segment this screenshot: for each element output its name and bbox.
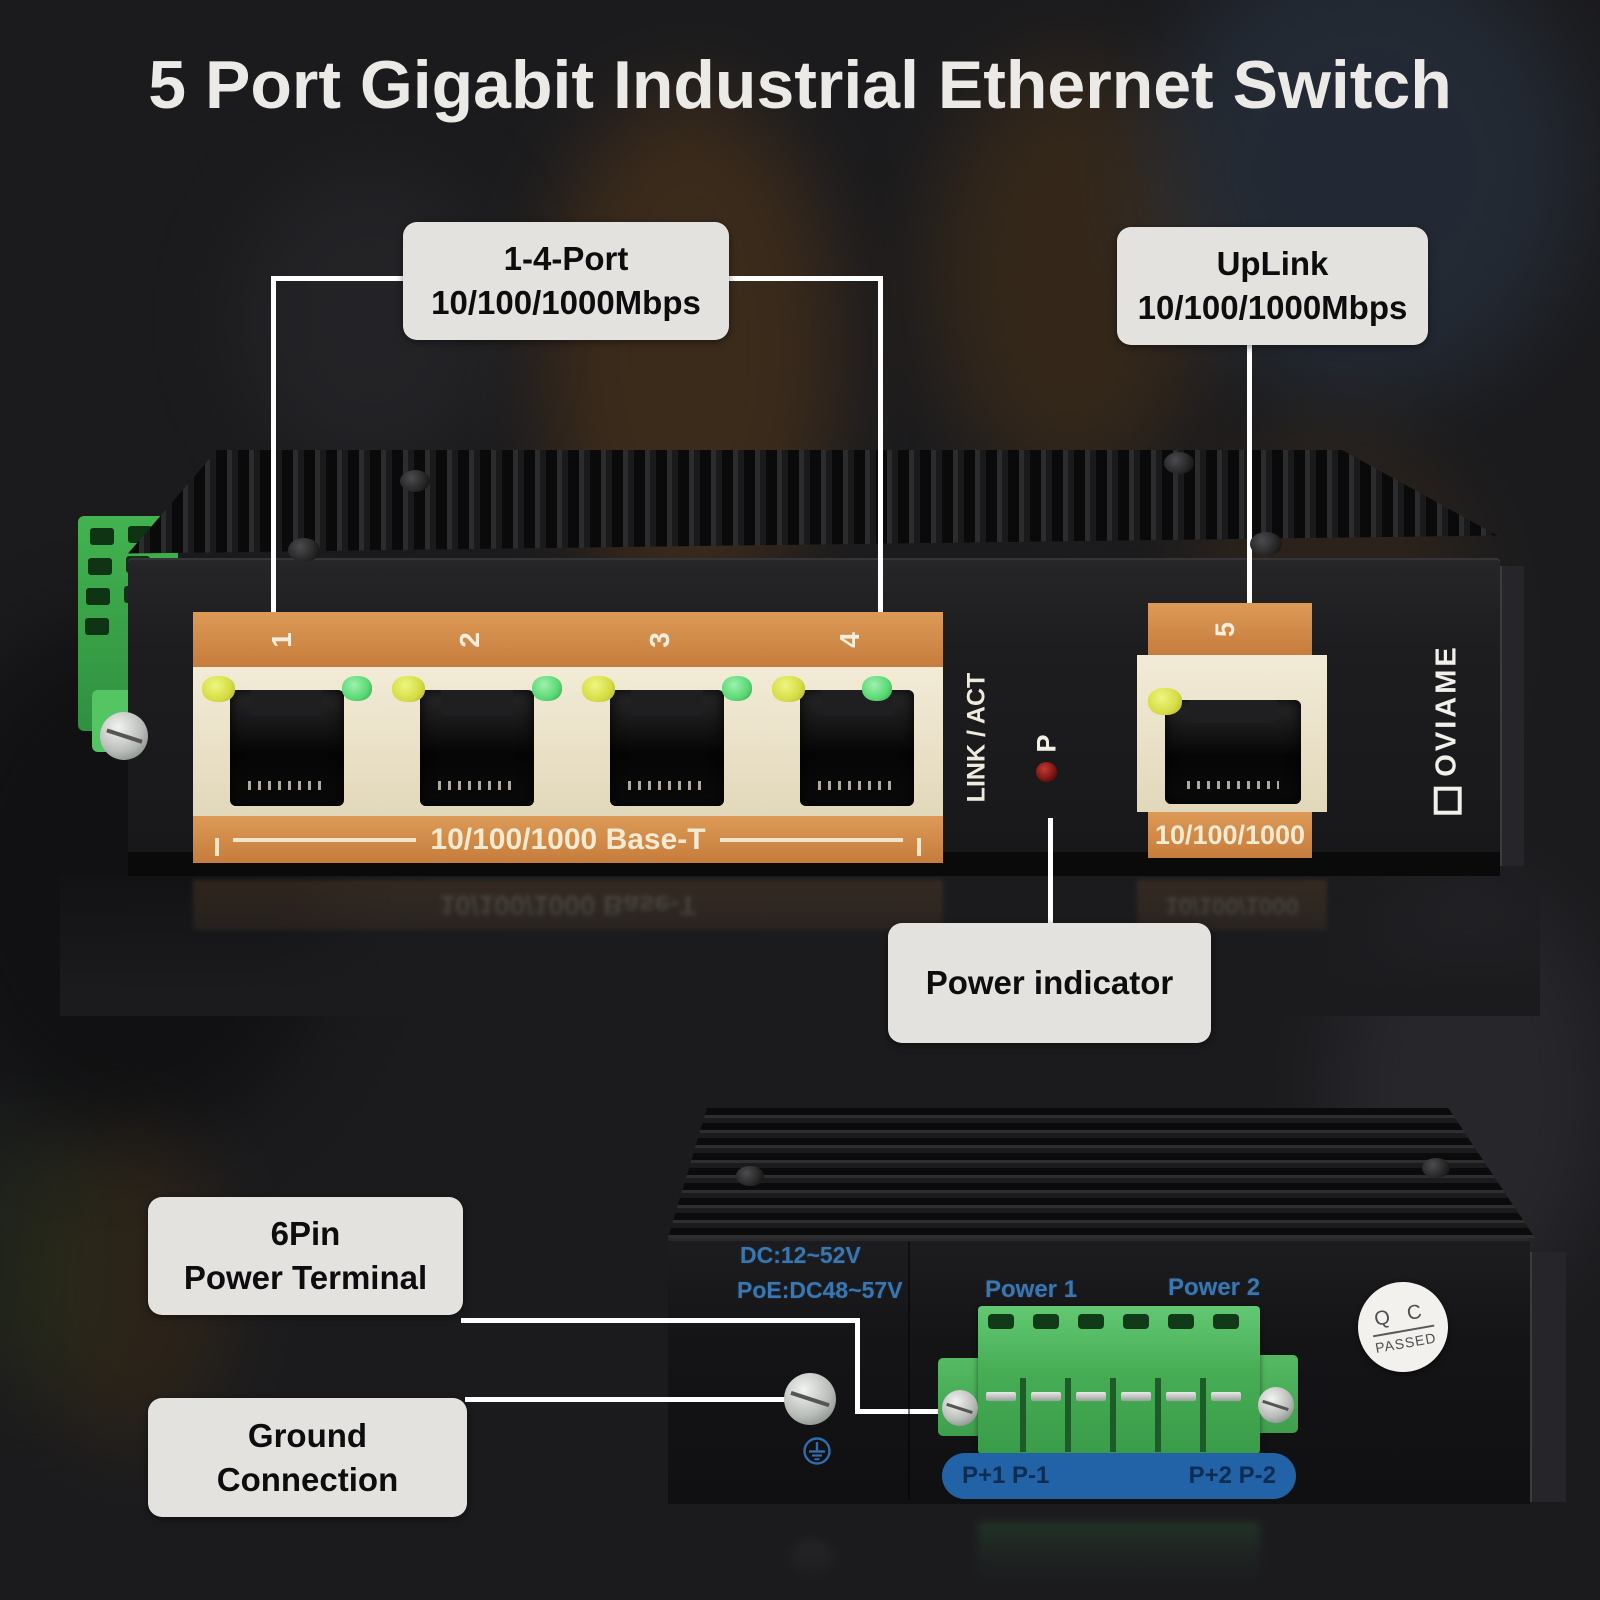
poe-rating-label: PoE:DC48~57V	[737, 1277, 903, 1303]
power-led	[1036, 762, 1057, 782]
rear-heatsink-top	[668, 1108, 1535, 1238]
callout-line-port4	[878, 276, 883, 688]
terminal-hole	[90, 528, 114, 545]
callout-ground-line1: Ground	[247, 1416, 368, 1454]
callout-ports: 1-4-Port 10/100/1000Mbps	[403, 222, 729, 340]
uplink-label-strip	[1148, 603, 1312, 655]
callout-uplink-line2: 10/100/1000Mbps	[1137, 289, 1408, 326]
callout-line-uplink	[1247, 342, 1252, 670]
reflection-fade	[60, 876, 1540, 1016]
terminal-wire-hole	[1033, 1314, 1059, 1329]
terminal-hole	[86, 588, 110, 605]
port-label-strip	[193, 612, 943, 667]
pin-label-pill: P+1 P-1 P+2 P-2	[942, 1453, 1296, 1499]
terminal-wire-hole	[988, 1314, 1014, 1329]
rj45-port-4	[800, 690, 914, 806]
dc-rating-label: DC:12~52V	[740, 1242, 861, 1268]
callout-power-indicator-label: Power indicator	[925, 964, 1174, 1002]
pin-label-right: P+2 P-2	[1188, 1462, 1276, 1489]
terminal-screw-right	[1258, 1387, 1294, 1423]
callout-power-terminal: 6Pin Power Terminal	[148, 1197, 463, 1315]
callout-uplink-line1: UpLink	[1216, 245, 1329, 283]
rj45-port-1	[230, 690, 344, 806]
brand-name: OVIAME	[1430, 644, 1463, 777]
terminal-wire-hole	[1078, 1314, 1104, 1329]
case-screw	[400, 470, 430, 492]
terminal-wire-hole	[1213, 1314, 1239, 1329]
callout-ground: Ground Connection	[148, 1398, 467, 1517]
case-screw	[1422, 1158, 1450, 1178]
callout-line-6pin-v	[855, 1318, 860, 1414]
port-number-1: 1	[265, 632, 297, 648]
terminal-contact	[1166, 1392, 1196, 1401]
pin-label-left: P+1 P-1	[962, 1462, 1050, 1489]
power-led-label: P	[1031, 734, 1062, 753]
terminal-groove	[1110, 1378, 1116, 1452]
callout-line-power-indicator	[1048, 818, 1053, 925]
callout-line-6pin-h2	[855, 1409, 993, 1414]
rj45-port-5	[1165, 700, 1301, 804]
terminal-contact	[986, 1392, 1016, 1401]
link-act-label: LINK / ACT	[962, 672, 991, 803]
side-bolt	[100, 712, 148, 760]
reflection-fade-bottom	[640, 1504, 1570, 1600]
terminal-screw-left	[942, 1390, 978, 1426]
uplink-speed-label: 10/100/1000	[1154, 819, 1306, 850]
callout-line-6pin-h1	[461, 1318, 860, 1323]
terminal-groove	[1065, 1378, 1071, 1452]
port2-act-led	[532, 676, 562, 701]
callout-power-terminal-line1: 6Pin	[270, 1215, 341, 1253]
terminal-hole	[88, 558, 112, 575]
terminal-contact	[1031, 1392, 1061, 1401]
port5-link-led	[1148, 688, 1182, 715]
uplink-port-number: 5	[1210, 621, 1241, 638]
switch-side-edge	[1500, 566, 1524, 866]
case-screw	[288, 538, 320, 562]
terminal-contact	[1076, 1392, 1106, 1401]
terminal-hole	[85, 618, 109, 635]
power2-label: Power 2	[1168, 1274, 1261, 1301]
port-number-4: 4	[833, 632, 865, 648]
port-number-3: 3	[643, 632, 675, 648]
port3-link-led	[582, 676, 615, 702]
port1-link-led	[202, 676, 235, 702]
terminal-wire-hole	[1168, 1314, 1194, 1329]
terminal-groove	[1155, 1378, 1161, 1452]
case-screw	[1164, 452, 1194, 474]
base-t-label: 10/100/1000 Base-T	[430, 822, 706, 856]
port1-act-led	[342, 676, 372, 701]
terminal-contact	[1121, 1392, 1151, 1401]
terminal-contact	[1211, 1392, 1241, 1401]
port3-act-led	[722, 676, 752, 701]
callout-ports-line1: 1-4-Port	[503, 240, 629, 278]
ground-screw	[784, 1373, 836, 1425]
callout-power-terminal-line2: Power Terminal	[183, 1259, 428, 1296]
port4-act-led	[862, 676, 892, 701]
base-t-strip: 10/100/1000 Base-T	[193, 816, 943, 863]
terminal-wire-hole	[1123, 1314, 1149, 1329]
case-screw	[736, 1166, 764, 1186]
terminal-groove	[1020, 1378, 1026, 1452]
brand-logo-icon	[1433, 786, 1462, 815]
callout-power-indicator: Power indicator	[888, 923, 1211, 1043]
callout-line-ground	[465, 1397, 795, 1402]
rear-side-edge	[1530, 1252, 1566, 1502]
brand-logo: OVIAME	[1430, 644, 1464, 815]
callout-uplink: UpLink 10/100/1000Mbps	[1117, 227, 1428, 345]
power1-label: Power 1	[985, 1276, 1078, 1303]
rj45-port-3	[610, 690, 724, 806]
rj45-port-2	[420, 690, 534, 806]
port-number-2: 2	[453, 632, 485, 648]
port4-link-led	[772, 676, 805, 702]
page-title: 5 Port Gigabit Industrial Ethernet Switc…	[148, 47, 1452, 123]
callout-ports-line2: 10/100/1000Mbps	[431, 284, 701, 321]
case-screw	[1250, 532, 1282, 556]
terminal-groove	[1200, 1378, 1206, 1452]
uplink-speed-strip: 10/100/1000	[1148, 812, 1312, 858]
panel-seam	[908, 1242, 910, 1500]
ground-symbol-icon	[803, 1437, 831, 1465]
port2-link-led	[392, 676, 425, 702]
callout-ground-line2: Connection	[216, 1460, 399, 1498]
callout-line-port1	[271, 276, 276, 688]
